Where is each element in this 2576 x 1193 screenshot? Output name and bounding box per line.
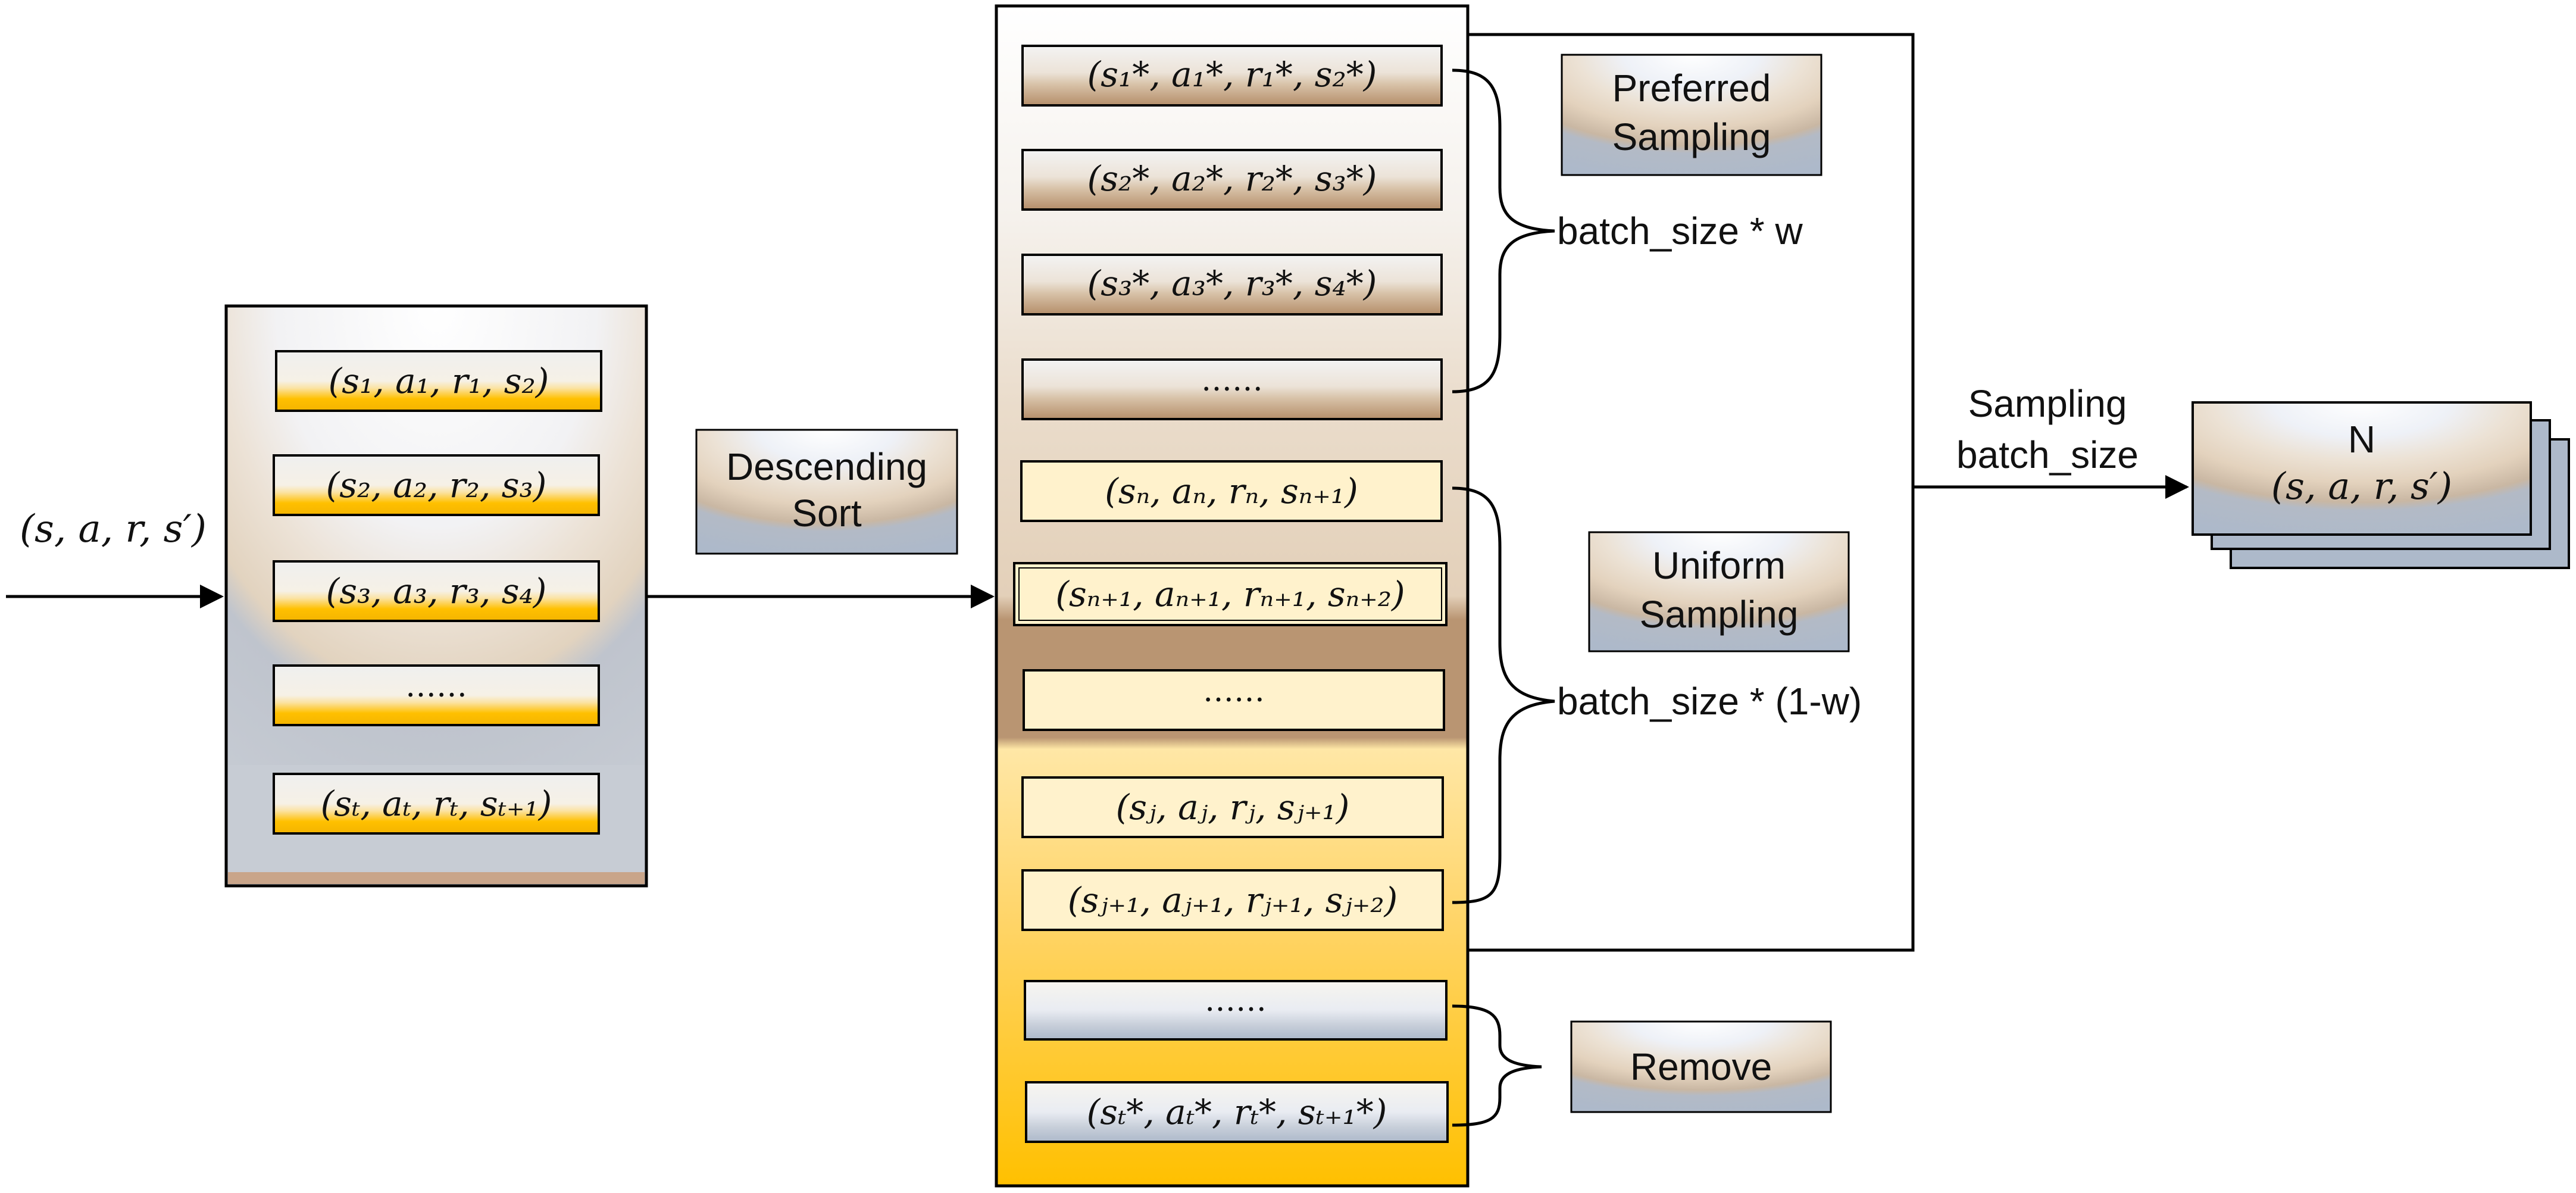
sampling-label-line1: Sampling <box>1968 382 2127 425</box>
uniform-item-4-text: (sⱼ, aⱼ, rⱼ, sⱼ₊₁) <box>1116 787 1350 827</box>
remove-item-1-text: …… <box>1205 983 1267 1019</box>
uniform-item-2: (sₙ₊₁, aₙ₊₁, rₙ₊₁, sₙ₊₂) <box>1013 562 1448 626</box>
uniform-item-1-text: (sₙ, aₙ, rₙ, sₙ₊₁) <box>1105 471 1358 511</box>
uniform-sampling-line1: Uniform <box>1652 544 1786 587</box>
output-stack: N (s, a, r, s′) <box>2192 401 2570 569</box>
left-item-5-text: (sₜ, aₜ, rₜ, sₜ₊₁) <box>321 783 552 824</box>
left-item-2: (s₂, a₂, r₂, s₃) <box>273 454 600 516</box>
sampling-label-line2: batch_size <box>1956 433 2139 476</box>
brace-remove <box>1452 1004 1542 1127</box>
brace-preferred <box>1452 68 1555 393</box>
input-tuple-label: (s, a, r, s′) <box>20 507 207 551</box>
preferred-item-1-text: (s₁*, a₁*, r₁*, s₂*) <box>1087 54 1377 95</box>
remove-label: Remove <box>1630 1045 1772 1088</box>
remove-item-2-text: (sₜ*, aₜ*, rₜ*, sₜ₊₁*) <box>1087 1092 1387 1132</box>
remove-items: …… (sₜ*, aₜ*, rₜ*, sₜ₊₁*) <box>1024 980 1449 1143</box>
remove-item-2: (sₜ*, aₜ*, rₜ*, sₜ₊₁*) <box>1025 1081 1449 1143</box>
uniform-item-3: …… <box>1023 669 1445 731</box>
preferred-item-4: …… <box>1021 358 1443 420</box>
left-item-4: …… <box>273 664 600 726</box>
batch-size-1-w-label: batch_size * (1-w) <box>1557 680 1862 723</box>
preferred-sampling-line1: Preferred <box>1612 67 1771 110</box>
left-item-4-text: …… <box>405 669 467 704</box>
preferred-item-2: (s₂*, a₂*, r₂*, s₃*) <box>1021 149 1443 211</box>
output-bracket <box>1468 33 2189 952</box>
uniform-sampling-box: Uniform Sampling <box>1588 531 1850 652</box>
left-item-2-text: (s₂, a₂, r₂, s₃) <box>326 465 547 505</box>
remove-box: Remove <box>1570 1020 1832 1113</box>
uniform-item-1: (sₙ, aₙ, rₙ, sₙ₊₁) <box>1020 460 1443 522</box>
uniform-item-5: (sⱼ₊₁, aⱼ₊₁, rⱼ₊₁, sⱼ₊₂) <box>1021 869 1444 931</box>
preferred-sampling-line2: Sampling <box>1612 115 1771 158</box>
preferred-sampling-box: Preferred Sampling <box>1561 54 1822 176</box>
uniform-items: (sₙ, aₙ, rₙ, sₙ₊₁) (sₙ₊₁, aₙ₊₁, rₙ₊₁, sₙ… <box>1013 460 1448 931</box>
left-item-5: (sₜ, aₜ, rₜ, sₜ₊₁) <box>273 773 600 835</box>
descending-sort-box: Descending Sort <box>695 429 958 555</box>
uniform-item-4: (sⱼ, aⱼ, rⱼ, sⱼ₊₁) <box>1021 776 1444 838</box>
preferred-item-1: (s₁*, a₁*, r₁*, s₂*) <box>1021 45 1443 107</box>
batch-size-w-label: batch_size * w <box>1557 210 1803 252</box>
uniform-item-2-text: (sₙ₊₁, aₙ₊₁, rₙ₊₁, sₙ₊₂) <box>1055 574 1405 614</box>
remove-item-1: …… <box>1024 980 1448 1041</box>
left-item-3: (s₃, a₃, r₃, s₄) <box>273 560 600 622</box>
uniform-item-3-text: …… <box>1203 673 1265 709</box>
uniform-sampling-line2: Sampling <box>1640 593 1799 636</box>
left-item-1: (s₁, a₁, r₁, s₂) <box>275 350 602 412</box>
brace-uniform <box>1452 486 1555 904</box>
preferred-item-3-text: (s₃*, a₃*, r₃*, s₄*) <box>1087 263 1377 304</box>
output-stack-tuple: (s, a, r, s′) <box>2271 464 2452 508</box>
preferred-items: (s₁*, a₁*, r₁*, s₂*) (s₂*, a₂*, r₂*, s₃*… <box>1021 45 1443 420</box>
preferred-item-4-text: …… <box>1201 363 1263 398</box>
left-buffer-items: (s₁, a₁, r₁, s₂) (s₂, a₂, r₂, s₃) (s₃, a… <box>273 350 602 835</box>
uniform-item-5-text: (sⱼ₊₁, aⱼ₊₁, rⱼ₊₁, sⱼ₊₂) <box>1068 880 1398 920</box>
descending-sort-line2: Sort <box>792 492 862 535</box>
output-stack-n: N <box>2348 418 2375 461</box>
preferred-item-3: (s₃*, a₃*, r₃*, s₄*) <box>1021 254 1443 316</box>
left-item-1-text: (s₁, a₁, r₁, s₂) <box>329 361 549 401</box>
preferred-item-2-text: (s₂*, a₂*, r₂*, s₃*) <box>1087 158 1377 199</box>
left-item-3-text: (s₃, a₃, r₃, s₄) <box>326 571 547 611</box>
descending-sort-line1: Descending <box>726 445 927 488</box>
